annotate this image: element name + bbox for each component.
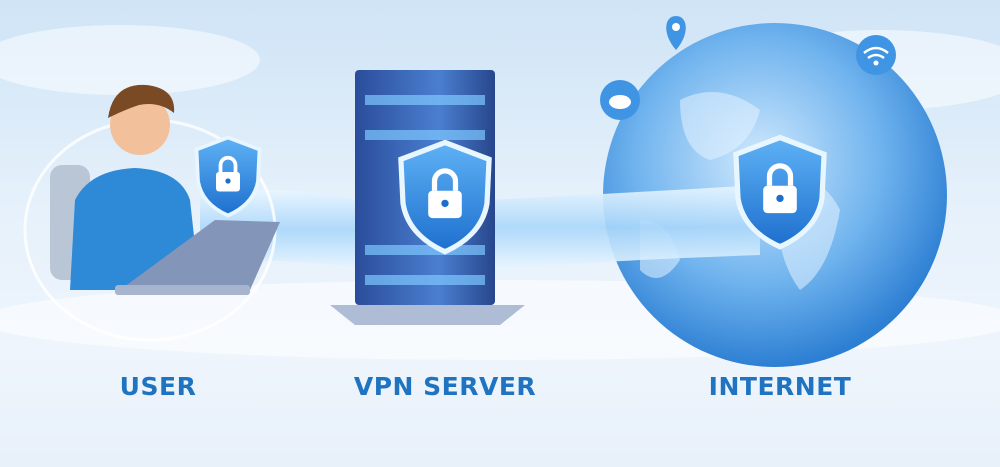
cloud-user-icon bbox=[600, 80, 640, 120]
user-figure bbox=[23, 84, 280, 342]
wifi-icon bbox=[856, 35, 896, 75]
user-label: USER bbox=[119, 372, 197, 401]
location-pin-icon bbox=[666, 16, 686, 50]
tunnel-server-internet bbox=[490, 185, 760, 270]
vpn-server-label: VPN SERVER bbox=[353, 372, 537, 401]
internet-label: INTERNET bbox=[708, 372, 852, 401]
